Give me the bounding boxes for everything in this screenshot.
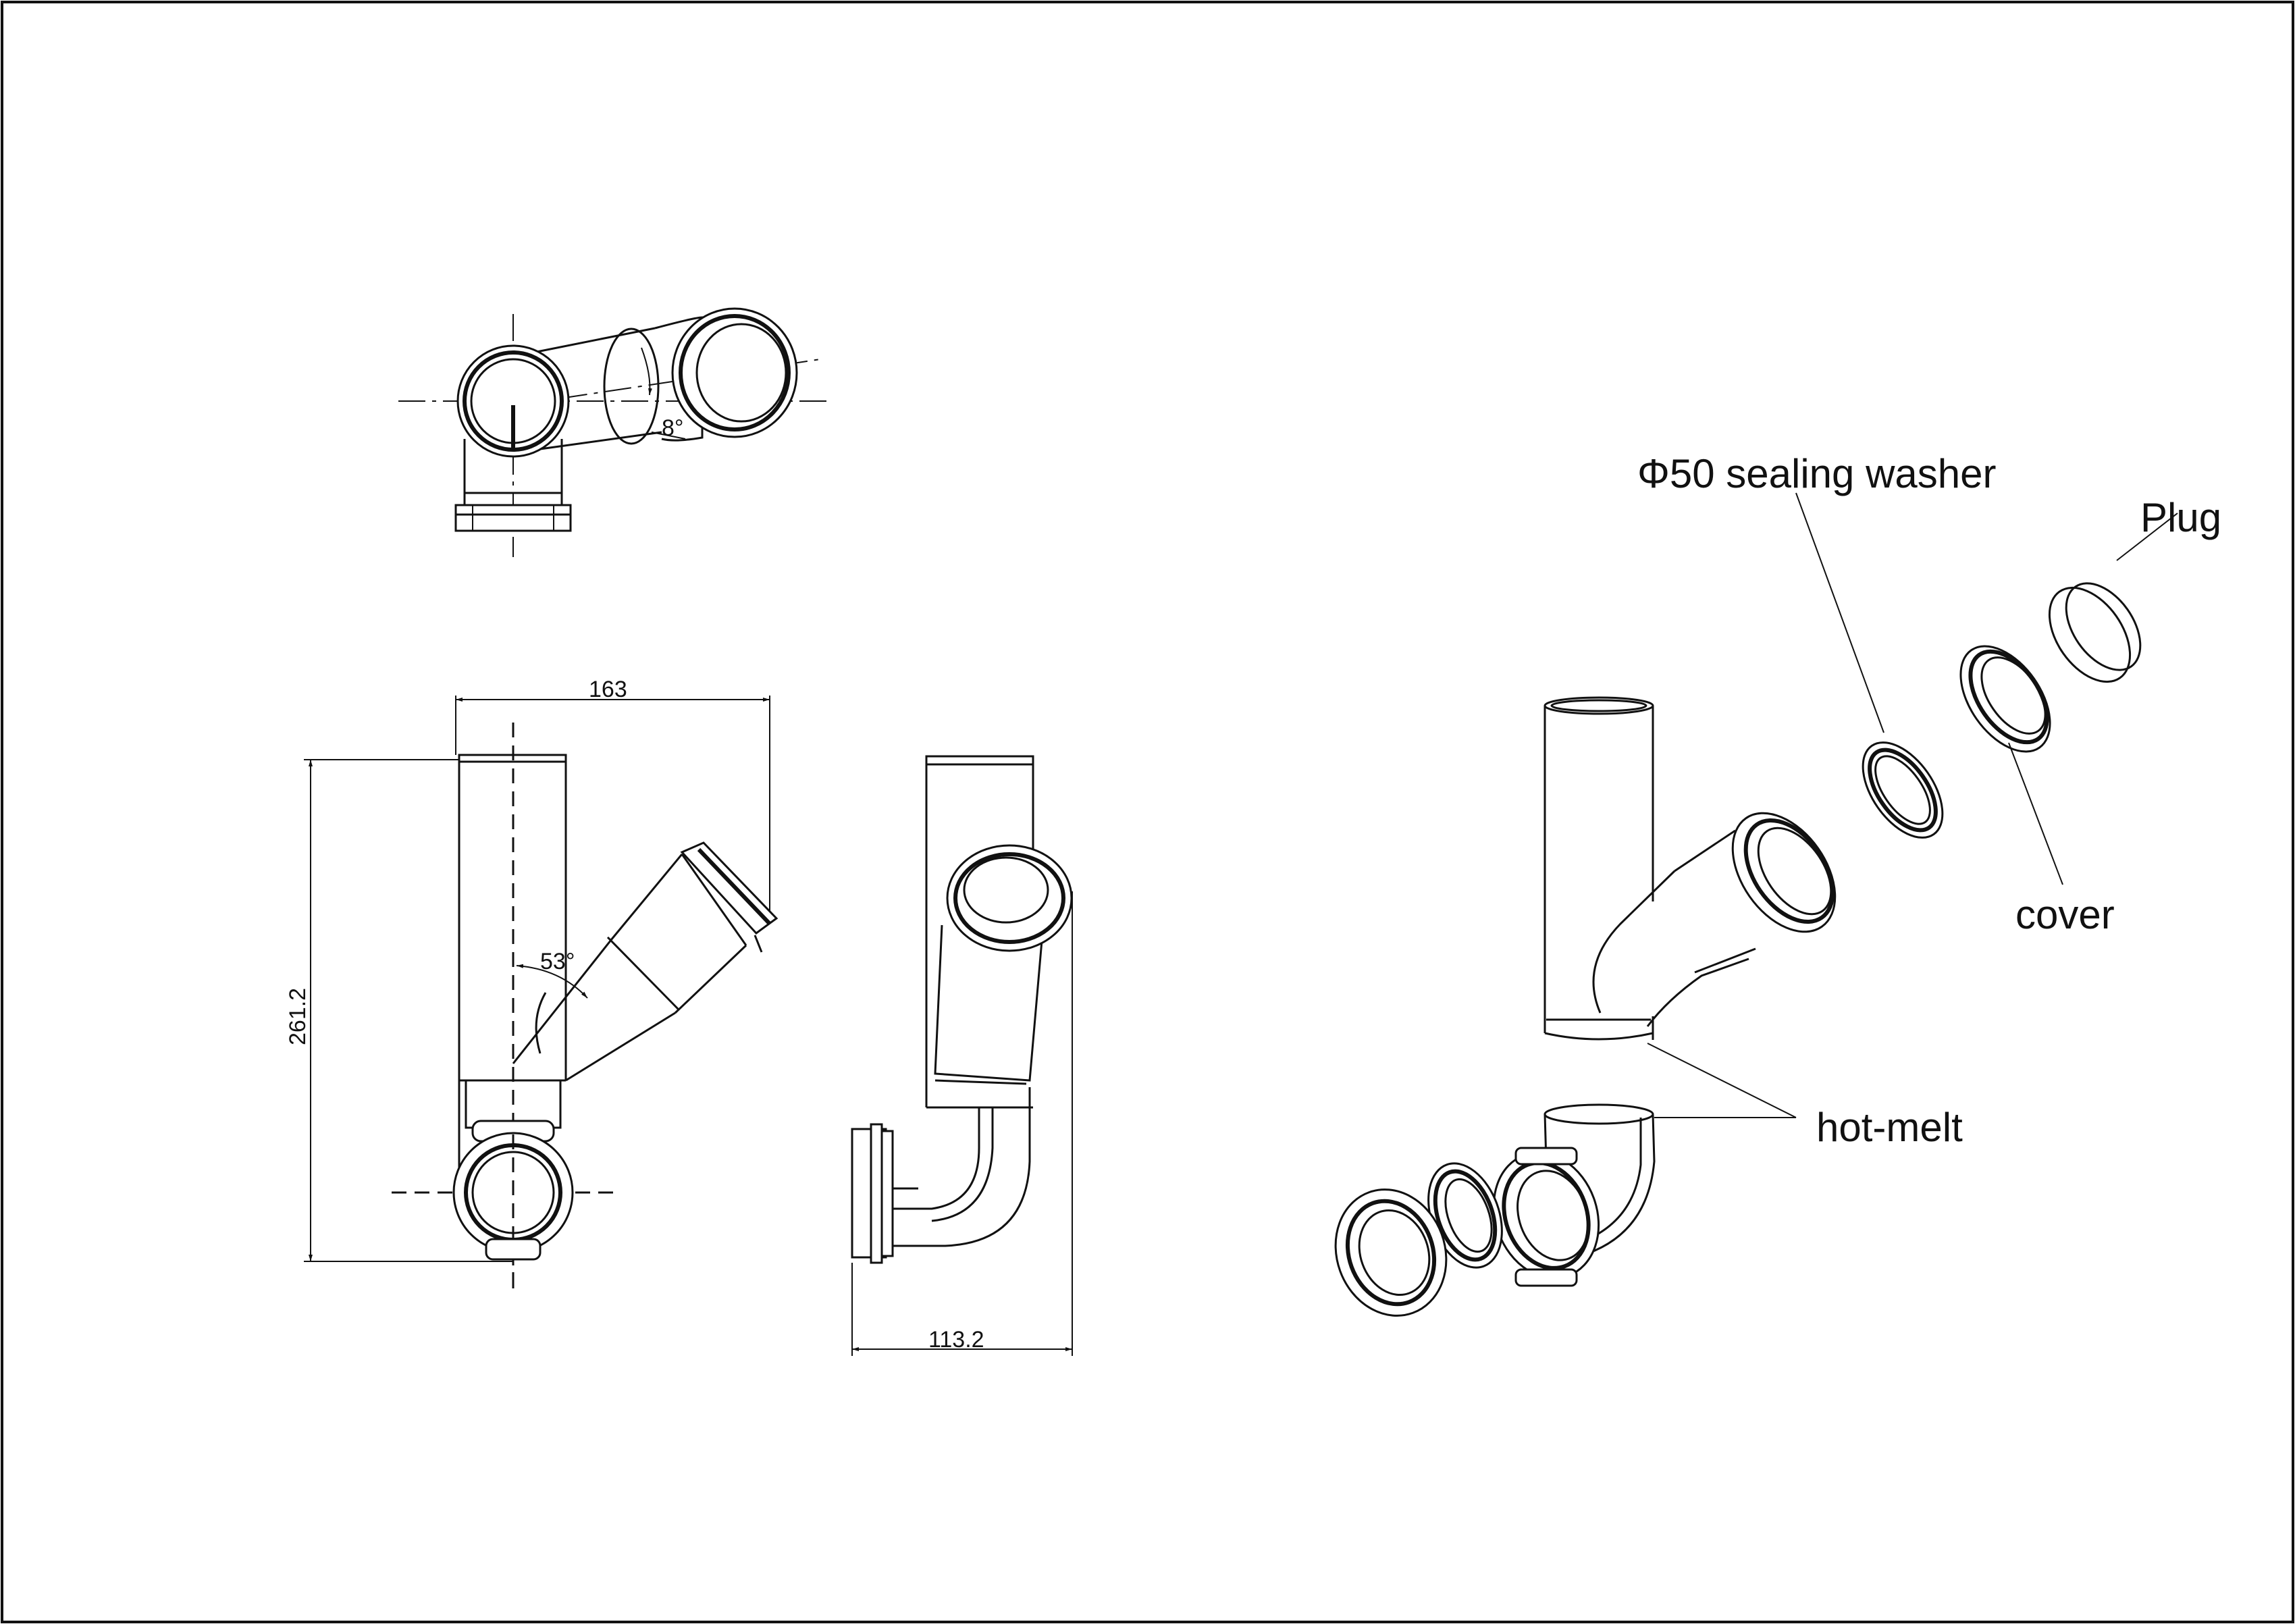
- label-cover: cover: [2015, 892, 2115, 937]
- dimension-angle-top: 8°: [662, 415, 684, 441]
- dimension-angle-branch: 53°: [540, 949, 575, 974]
- side-view: 113.2: [851, 755, 1073, 1356]
- dimension-width: 163: [589, 677, 627, 702]
- label-sealing-washer: Φ50 sealing washer: [1637, 451, 1997, 496]
- exploded-view: Φ50 sealing washer Plug cover hot-melt: [1334, 451, 2221, 1317]
- dimension-height: 261.2: [285, 988, 311, 1045]
- label-plug: Plug: [2140, 495, 2221, 540]
- top-view: 8°: [398, 307, 830, 557]
- front-view: 53° 163 261.2: [285, 677, 779, 1290]
- dimension-depth: 113.2: [928, 1327, 984, 1353]
- label-hot-melt: hot-melt: [1816, 1105, 1963, 1150]
